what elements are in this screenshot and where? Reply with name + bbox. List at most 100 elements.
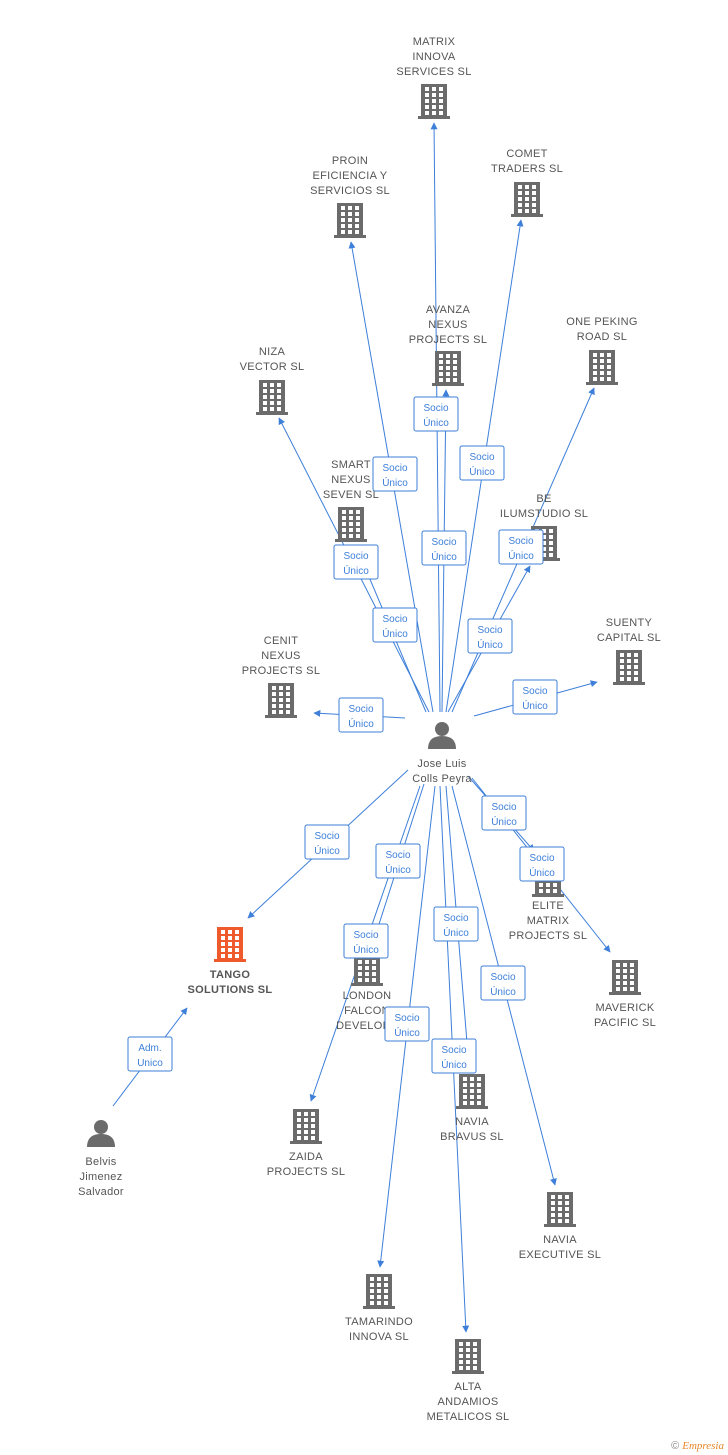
building-icon <box>544 1192 576 1227</box>
node-tamarindo[interactable]: TAMARINDO INNOVA SL <box>345 1274 413 1343</box>
node-niza[interactable]: NIZA VECTOR SL <box>240 346 305 415</box>
node-label: NAVIA <box>455 1116 489 1128</box>
edge-label-box <box>127 1036 173 1072</box>
edge-label-text: Único <box>423 416 449 429</box>
edge-label-text: Socio <box>382 614 407 625</box>
edge-label-text: Socio <box>491 802 516 813</box>
edge-label-box <box>413 396 459 432</box>
node-label: SEVEN SL <box>323 489 379 501</box>
edge-label-text: Socio <box>385 850 410 861</box>
edge-label-tango: Adm.Unico <box>127 1036 173 1072</box>
edge-label-text: Socio <box>314 831 339 842</box>
edge-label-box <box>333 544 379 580</box>
edge-labels-layer: SocioÚnicoSocioÚnicoSocioÚnicoSocioÚnico… <box>127 396 565 1074</box>
node-label: SMART <box>331 459 371 471</box>
node-label: NEXUS <box>261 650 300 662</box>
node-label: SUENTY <box>606 617 653 629</box>
edge-label-text: Único <box>443 926 469 939</box>
building-icon <box>418 84 450 119</box>
node-label: PROJECTS SL <box>509 930 588 942</box>
node-label: VECTOR SL <box>240 361 305 373</box>
edge-label-text: Único <box>529 866 555 879</box>
edge-label-text: Único <box>394 1026 420 1039</box>
building-icon <box>335 507 367 542</box>
copyright-icon: © <box>671 1440 680 1452</box>
building-icon <box>363 1274 395 1309</box>
node-label: NAVIA <box>543 1234 577 1246</box>
edge-label-text: Socio <box>343 551 368 562</box>
edge-label-box <box>519 846 565 882</box>
node-label: COMET <box>506 148 547 160</box>
edge-label-box <box>512 679 558 715</box>
edge-label-box <box>433 906 479 942</box>
building-icon <box>586 350 618 385</box>
edge-label-text: Socio <box>529 853 554 864</box>
node-label: NIZA <box>259 346 286 358</box>
node-label: FALCON <box>344 1005 390 1017</box>
node-label: MATRIX <box>413 36 456 48</box>
edge-label-text: Único <box>477 638 503 651</box>
node-label: PACIFIC SL <box>594 1017 656 1029</box>
edge-label-text: Único <box>508 549 534 562</box>
edge-label-text: Único <box>343 564 369 577</box>
edge-label-text: Socio <box>490 972 515 983</box>
building-icon <box>432 351 464 386</box>
edge-label-box <box>498 529 544 565</box>
node-label: NEXUS <box>428 319 467 331</box>
node-label: Jose Luis <box>417 758 466 770</box>
edge-label-text: Socio <box>423 403 448 414</box>
node-label: ALTA <box>454 1381 481 1393</box>
watermark: © Empresia <box>671 1440 724 1452</box>
building-icon <box>613 650 645 685</box>
node-label: EFICIENCIA Y <box>313 170 388 182</box>
edge-label-text: Único <box>441 1058 467 1071</box>
edge-label-text: Único <box>314 844 340 857</box>
node-label: INNOVA SL <box>349 1331 409 1343</box>
node-label: ZAIDA <box>289 1151 323 1163</box>
watermark-brand: Empresia <box>682 1440 724 1452</box>
edge-label-text: Único <box>469 465 495 478</box>
edge-label-text: Único <box>382 476 408 489</box>
node-label: TAMARINDO <box>345 1316 413 1328</box>
edge-label-text: Socio <box>394 1013 419 1024</box>
person-icon <box>87 1120 115 1147</box>
edge-label-text: Socio <box>508 536 533 547</box>
edge-label-text: Único <box>491 815 517 828</box>
edge-label-text: Socio <box>431 537 456 548</box>
person-icon <box>428 722 456 749</box>
node-label: PROIN <box>332 155 368 167</box>
edge-label-text: Único <box>385 863 411 876</box>
edge-label-text: Único <box>348 717 374 730</box>
edge-label-box <box>481 795 527 831</box>
node-label: ROAD SL <box>577 331 627 343</box>
building-icon <box>290 1109 322 1144</box>
node-label: ELITE <box>532 900 564 912</box>
building-icon <box>452 1339 484 1374</box>
building-icon <box>609 960 641 995</box>
